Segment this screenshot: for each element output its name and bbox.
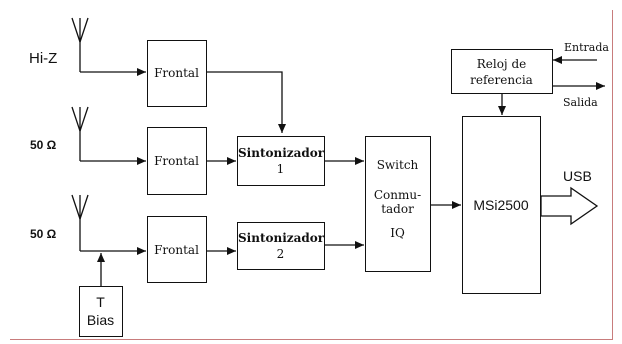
msi2500-label: MSi2500 — [473, 197, 529, 213]
tuner-label: Sintonizador — [238, 231, 325, 245]
clock-label: Reloj de — [476, 57, 527, 71]
connector-frontal1-tuner1 — [207, 71, 286, 133]
clock-label: referencia — [470, 73, 533, 87]
frontal-label: Frontal — [154, 243, 199, 257]
reference-clock-block: Reloj de referencia — [451, 49, 553, 94]
tbias-label: T — [96, 294, 105, 310]
tuner-block: Sintonizador 2 — [237, 222, 325, 270]
tuner-block: Sintonizador 1 — [237, 136, 325, 186]
usb-label: USB — [563, 168, 592, 184]
msi2500-block: MSi2500 — [462, 116, 541, 294]
input-label-50ohm: 50 Ω — [30, 227, 57, 241]
usb-arrow-icon — [540, 186, 599, 226]
input-label-50ohm: 50 Ω — [30, 138, 57, 152]
switch-label: tador — [381, 202, 414, 216]
frontal-label: Frontal — [154, 154, 199, 168]
switch-label: Conmu- — [373, 188, 422, 202]
frontal-block: Frontal — [147, 127, 207, 195]
tbias-block: T Bias — [79, 286, 123, 337]
frame-edge — [612, 10, 613, 340]
tuner-label: Sintonizador — [238, 146, 325, 160]
frontal-block: Frontal — [147, 216, 207, 283]
salida-label: Salida — [563, 96, 598, 109]
antenna-icon — [71, 17, 89, 72]
switch-label: Switch — [376, 158, 419, 172]
switch-block: Switch Conmu- tador IQ — [365, 136, 431, 272]
tbias-label: Bias — [86, 312, 115, 328]
frame-edge — [10, 339, 612, 340]
antenna-icon — [71, 106, 89, 161]
switch-label: IQ — [390, 226, 405, 240]
tuner-number: 2 — [276, 247, 285, 261]
frontal-block: Frontal — [147, 40, 207, 107]
input-label-hiz: Hi-Z — [29, 50, 58, 67]
frontal-label: Frontal — [154, 66, 199, 80]
entrada-label: Entrada — [564, 41, 609, 54]
antenna-icon — [71, 194, 89, 251]
tuner-number: 1 — [276, 162, 285, 176]
